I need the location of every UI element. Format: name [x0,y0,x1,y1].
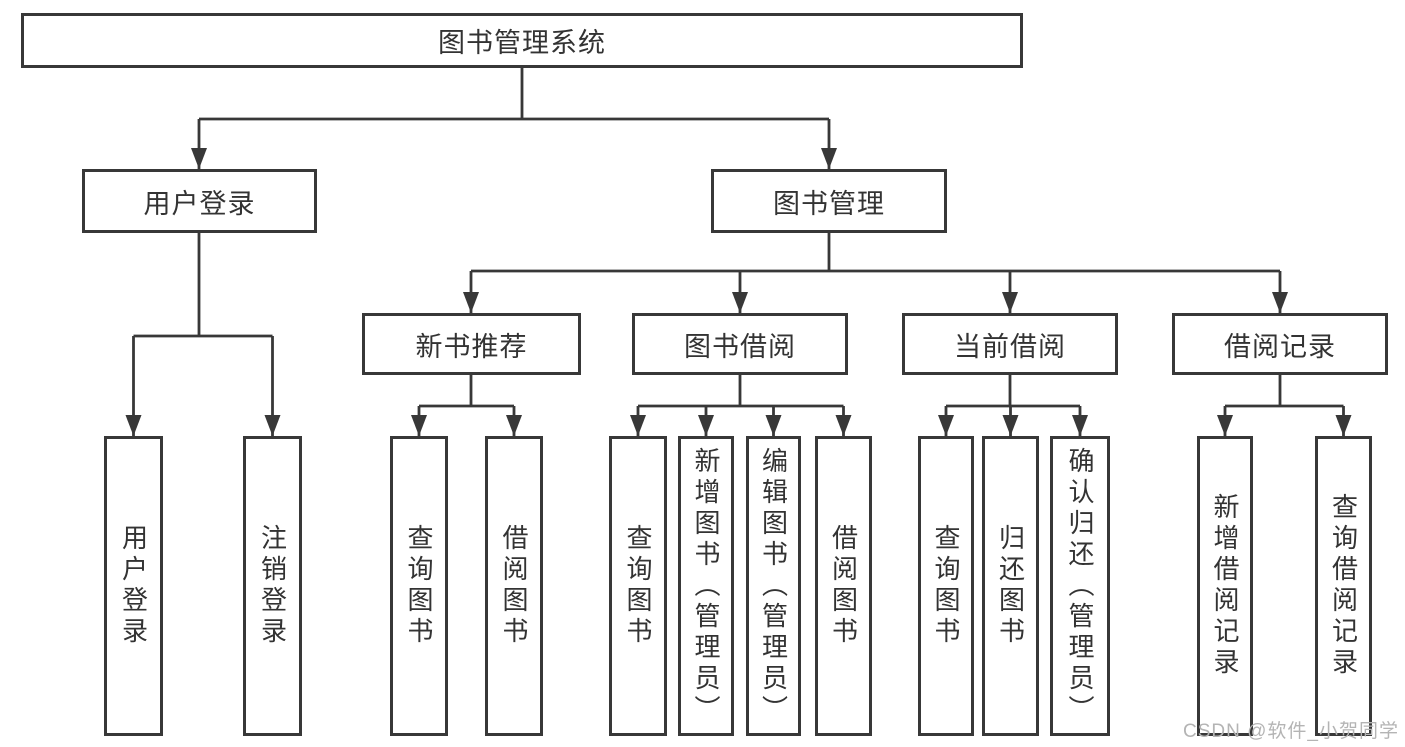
node-borrowing-records: 借阅记录 [1172,313,1388,375]
leaf-logout: 注销登录 [243,436,302,736]
node-label: 归还图书 [995,524,1026,648]
node-label: 编辑图书（管理员） [758,446,789,726]
leaf-borrow-books: 借阅图书 [815,436,872,736]
node-user-login: 用户登录 [82,169,317,233]
node-label: 新书推荐 [415,331,528,362]
node-label: 查询图书 [404,524,434,648]
node-book-management: 图书管理 [711,169,947,233]
node-book-borrowing: 图书借阅 [632,313,848,375]
node-label: 查询图书 [931,524,961,648]
node-label: 图书管理 [773,188,885,219]
leaf-recommend-borrow-books: 借阅图书 [485,436,543,736]
connector-current-borrowing-children [938,375,1088,436]
node-label: 当前借阅 [954,331,1066,362]
node-label: 图书管理系统 [438,28,606,58]
connector-borrowing-records-children [1217,375,1352,436]
connector-book-borrowing-children [630,375,852,436]
watermark: CSDN @软件_小贺同学 [1183,721,1399,742]
leaf-current-query-books: 查询图书 [918,436,974,736]
node-label: 借阅记录 [1224,331,1336,362]
node-label: 用户登录 [143,188,256,219]
connector-user-login-children [125,233,281,436]
node-new-book-recommend: 新书推荐 [362,313,581,375]
node-label: 借阅图书 [499,524,529,648]
connector-root-to-level1 [191,67,837,169]
node-label: 查询图书 [623,524,653,648]
leaf-add-borrow-record: 新增借阅记录 [1197,436,1253,736]
node-label: 新增借阅记录 [1210,493,1240,679]
leaf-recommend-query-books: 查询图书 [390,436,448,736]
node-label: 图书借阅 [684,331,796,362]
node-label: 新增图书（管理员） [691,446,721,726]
node-label: 借阅图书 [828,524,859,648]
node-label: 用户登录 [118,524,149,648]
leaf-add-book-admin: 新增图书（管理员） [678,436,734,736]
node-label: 查询借阅记录 [1328,493,1359,679]
leaf-user-login: 用户登录 [104,436,163,736]
leaf-return-books: 归还图书 [982,436,1039,736]
node-current-borrowing: 当前借阅 [902,313,1118,375]
connector-book-management-children [463,233,1288,313]
node-label: 注销登录 [257,524,288,648]
node-label: 确认归还（管理员） [1065,446,1095,726]
leaf-query-borrow-record: 查询借阅记录 [1315,436,1372,736]
leaf-edit-book-admin: 编辑图书（管理员） [746,436,801,736]
leaf-confirm-return-admin: 确认归还（管理员） [1050,436,1110,736]
leaf-borrowing-query-books: 查询图书 [609,436,667,736]
connector-new-book-recommend-children [411,375,522,436]
node-root: 图书管理系统 [21,13,1023,68]
